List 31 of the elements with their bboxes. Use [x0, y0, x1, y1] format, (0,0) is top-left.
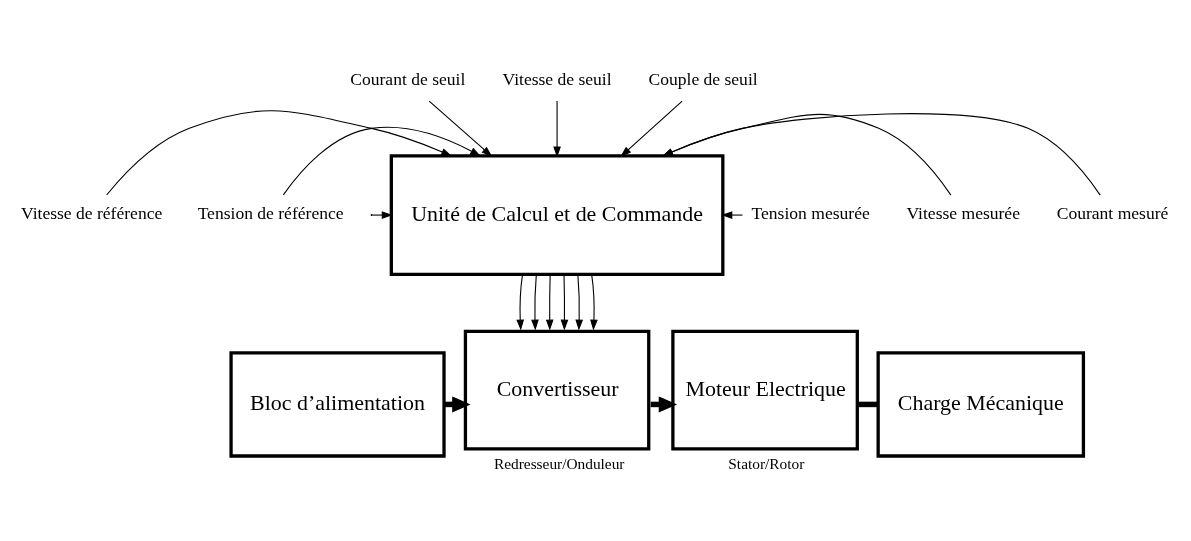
arrow — [590, 273, 598, 331]
node-text: Vitesse de seuil — [502, 69, 612, 90]
node-text: Vitesse de référence — [21, 203, 163, 224]
arrow — [516, 273, 525, 331]
arrow — [371, 211, 393, 219]
arrow — [662, 113, 1101, 196]
arrow — [560, 273, 569, 331]
node-text: Courant mesuré — [1056, 203, 1169, 224]
arrow — [575, 273, 584, 331]
node-label: Redresseur/Onduleur — [493, 455, 625, 473]
node-text: Vitesse mesurée — [906, 203, 1020, 224]
node-box: Unité de Calcul et de Commande — [389, 154, 725, 276]
arrow — [106, 110, 453, 196]
arrow — [545, 273, 554, 331]
arrow — [662, 113, 952, 196]
arrow — [721, 211, 744, 219]
arrow — [620, 100, 683, 157]
node-box: Convertisseur — [463, 329, 651, 451]
arrow — [531, 273, 539, 331]
node-text: Courant de seuil — [350, 69, 466, 90]
node-box: Bloc d’alimentation — [229, 351, 446, 458]
arrow — [553, 100, 561, 158]
arrow — [428, 100, 493, 157]
node-box: Moteur Electrique — [671, 329, 859, 451]
node-text: Tension de référence — [197, 203, 344, 224]
connector — [858, 401, 878, 408]
node-label: Stator/Rotor — [728, 455, 805, 473]
node-text: Couple de seuil — [648, 69, 758, 90]
node-box: Charge Mécanique — [876, 351, 1086, 458]
node-text: Tension mesurée — [751, 203, 870, 224]
arrow — [282, 126, 481, 196]
